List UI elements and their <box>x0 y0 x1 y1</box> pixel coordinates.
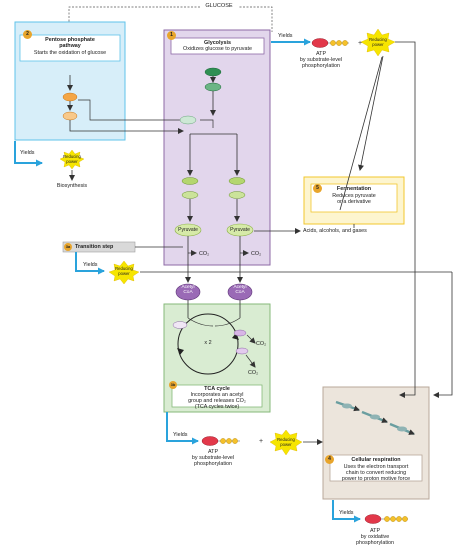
fermentation-step-number: 5 <box>313 184 322 193</box>
respiration-carrier-2 <box>370 414 380 420</box>
respiration-atp-bead-3 <box>396 516 402 522</box>
transition-reducing-power-label: Reducing power <box>115 266 133 276</box>
svg-text:+: + <box>259 438 263 445</box>
tca-atp-line2: by substrate-level <box>191 455 235 461</box>
glycolysis-right-molecule-1 <box>228 177 246 185</box>
pentose-title-line1: Pentose phosphate <box>45 37 95 43</box>
glycolysis-reducing-star <box>360 28 396 57</box>
tca-cycle-multiplier: x 2 <box>204 340 212 346</box>
respiration-atp-bead-1 <box>384 516 390 522</box>
transition-yields-label: Yields <box>83 262 98 268</box>
respiration-header <box>329 454 423 482</box>
fermentation-title: Fermentation <box>336 186 372 192</box>
fermentation-products: Acids, alcohols, and gases <box>303 228 367 234</box>
glycolysis-title: Glycolysis <box>204 40 231 46</box>
tca-reducing-star <box>269 429 303 456</box>
tca-atp-bead-1 <box>220 438 226 444</box>
glycolysis-reducing-power-label: Reducing power <box>369 37 387 47</box>
glycolysis-atp-line3: phosphorylation <box>301 63 341 69</box>
respiration-atp-line2: by oxidative <box>360 534 390 540</box>
glycolysis-atp-line1: ATP <box>315 51 327 57</box>
pentose-step-number: 2 <box>23 30 32 39</box>
respiration-atp-adenine <box>364 514 382 524</box>
fermentation-desc-line1: Reduces pyruvate <box>332 193 376 199</box>
svg-text:+: + <box>358 40 362 47</box>
tca-step-number: 3b <box>169 381 177 389</box>
glycolysis-header <box>170 37 265 55</box>
glycolysis-atp-bead-2 <box>336 40 342 46</box>
respiration-desc-line2: chain to convert reducing <box>345 470 407 476</box>
tca-reducing-power-label: Reducing power <box>277 437 295 447</box>
pentose-molecule-2 <box>62 111 78 121</box>
tca-molecule-succinyl <box>235 347 249 355</box>
pyruvate-right-label: Pyruvate <box>230 227 250 233</box>
glycolysis-step-number: 1 <box>167 31 176 40</box>
glucose-label: GLUCOSE <box>200 3 238 10</box>
glycolysis-phosphorylated-molecule <box>204 82 222 92</box>
tca-atp-line3: phosphorylation <box>193 461 233 467</box>
pyruvate-left-label: Pyruvate <box>178 227 198 233</box>
tca-atp-adenine <box>201 436 219 446</box>
glycolysis-description: Oxidizes glucose to pyruvate <box>183 46 252 52</box>
tca-yields-arrow <box>166 412 199 445</box>
respiration-desc-line3: power to proton motive force <box>341 476 411 482</box>
pentose-yields-label: Yields <box>20 150 35 156</box>
respiration-carrier-1 <box>342 403 352 409</box>
glycolysis-left-molecule-2 <box>181 191 199 199</box>
glycolysis-atp-bead-1 <box>330 40 336 46</box>
tca-header <box>171 384 263 408</box>
transition-co2-right: CO₂ <box>251 251 262 257</box>
transition-reducing-star <box>108 260 140 285</box>
acetyl-coa-left-label: Acetyl CoA <box>181 285 195 296</box>
pentose-title-line2: pathway <box>59 43 81 49</box>
tca-yields-label: Yields <box>173 432 188 438</box>
acetyl-coa-right-label: Acetyl CoA <box>233 285 247 296</box>
transition-yields-arrow <box>75 252 105 275</box>
respiration-desc-line1: Uses the electron transport <box>343 464 409 470</box>
glycolysis-atp-adenine <box>311 38 329 48</box>
glycolysis-atp-line2: by substrate-level <box>299 57 343 63</box>
respiration-title: Cellular respiration <box>351 457 401 463</box>
pentose-molecule-1 <box>62 92 78 102</box>
glycolysis-glucose-molecule <box>204 67 222 77</box>
tca-atp-bead-2 <box>226 438 232 444</box>
fermentation-desc-line2: or a derivative <box>337 199 371 205</box>
pentose-description: Starts the oxidation of glucose <box>33 50 107 56</box>
tca-co2-b: CO₂ <box>248 370 259 376</box>
glycolysis-fructose-molecule <box>179 115 197 125</box>
respiration-atp-line1: ATP <box>369 528 381 534</box>
tca-title: TCA cycle <box>204 386 230 392</box>
fermentation-header <box>310 183 398 213</box>
glycolysis-left-molecule-1 <box>181 177 199 185</box>
glycolysis-right-molecule-2 <box>228 191 246 199</box>
tca-cycle-ring <box>177 313 239 375</box>
glycolysis-yields-label: Yields <box>278 33 293 39</box>
respiration-carrier-3 <box>397 426 407 432</box>
respiration-atp-line3: phosphorylation <box>355 540 395 546</box>
tca-atp-bead-3 <box>232 438 238 444</box>
respiration-atp-bead-4 <box>402 516 408 522</box>
tca-desc-line2: group and releases CO₂ <box>188 398 246 404</box>
tca-molecule-citrate <box>233 329 247 337</box>
pentose-reducing-power-label: Reducing power <box>63 154 81 164</box>
transition-step-number: 3a <box>64 243 72 251</box>
transition-co2-left: CO₂ <box>199 251 210 257</box>
transition-title: Transition step <box>75 244 114 250</box>
tca-co2-a: CO₂ <box>256 341 267 347</box>
biosynthesis-label: Biosynthesis <box>56 183 88 189</box>
tca-desc-line1: Incorporates an acetyl <box>190 392 244 398</box>
respiration-step-number: 4 <box>325 455 334 464</box>
tca-molecule-oxaloacetate <box>172 321 188 329</box>
glycolysis-atp-bead-3 <box>342 40 348 46</box>
respiration-yields-label: Yields <box>339 510 354 516</box>
pentose-reducing-star <box>59 149 85 170</box>
tca-atp-line1: ATP <box>207 449 219 455</box>
pentose-yields-arrow <box>14 141 43 167</box>
respiration-yields-arrow <box>332 500 361 523</box>
respiration-atp-bead-2 <box>390 516 396 522</box>
pentose-header <box>19 34 121 62</box>
tca-desc-line3: (TCA cycles twice) <box>194 404 240 410</box>
